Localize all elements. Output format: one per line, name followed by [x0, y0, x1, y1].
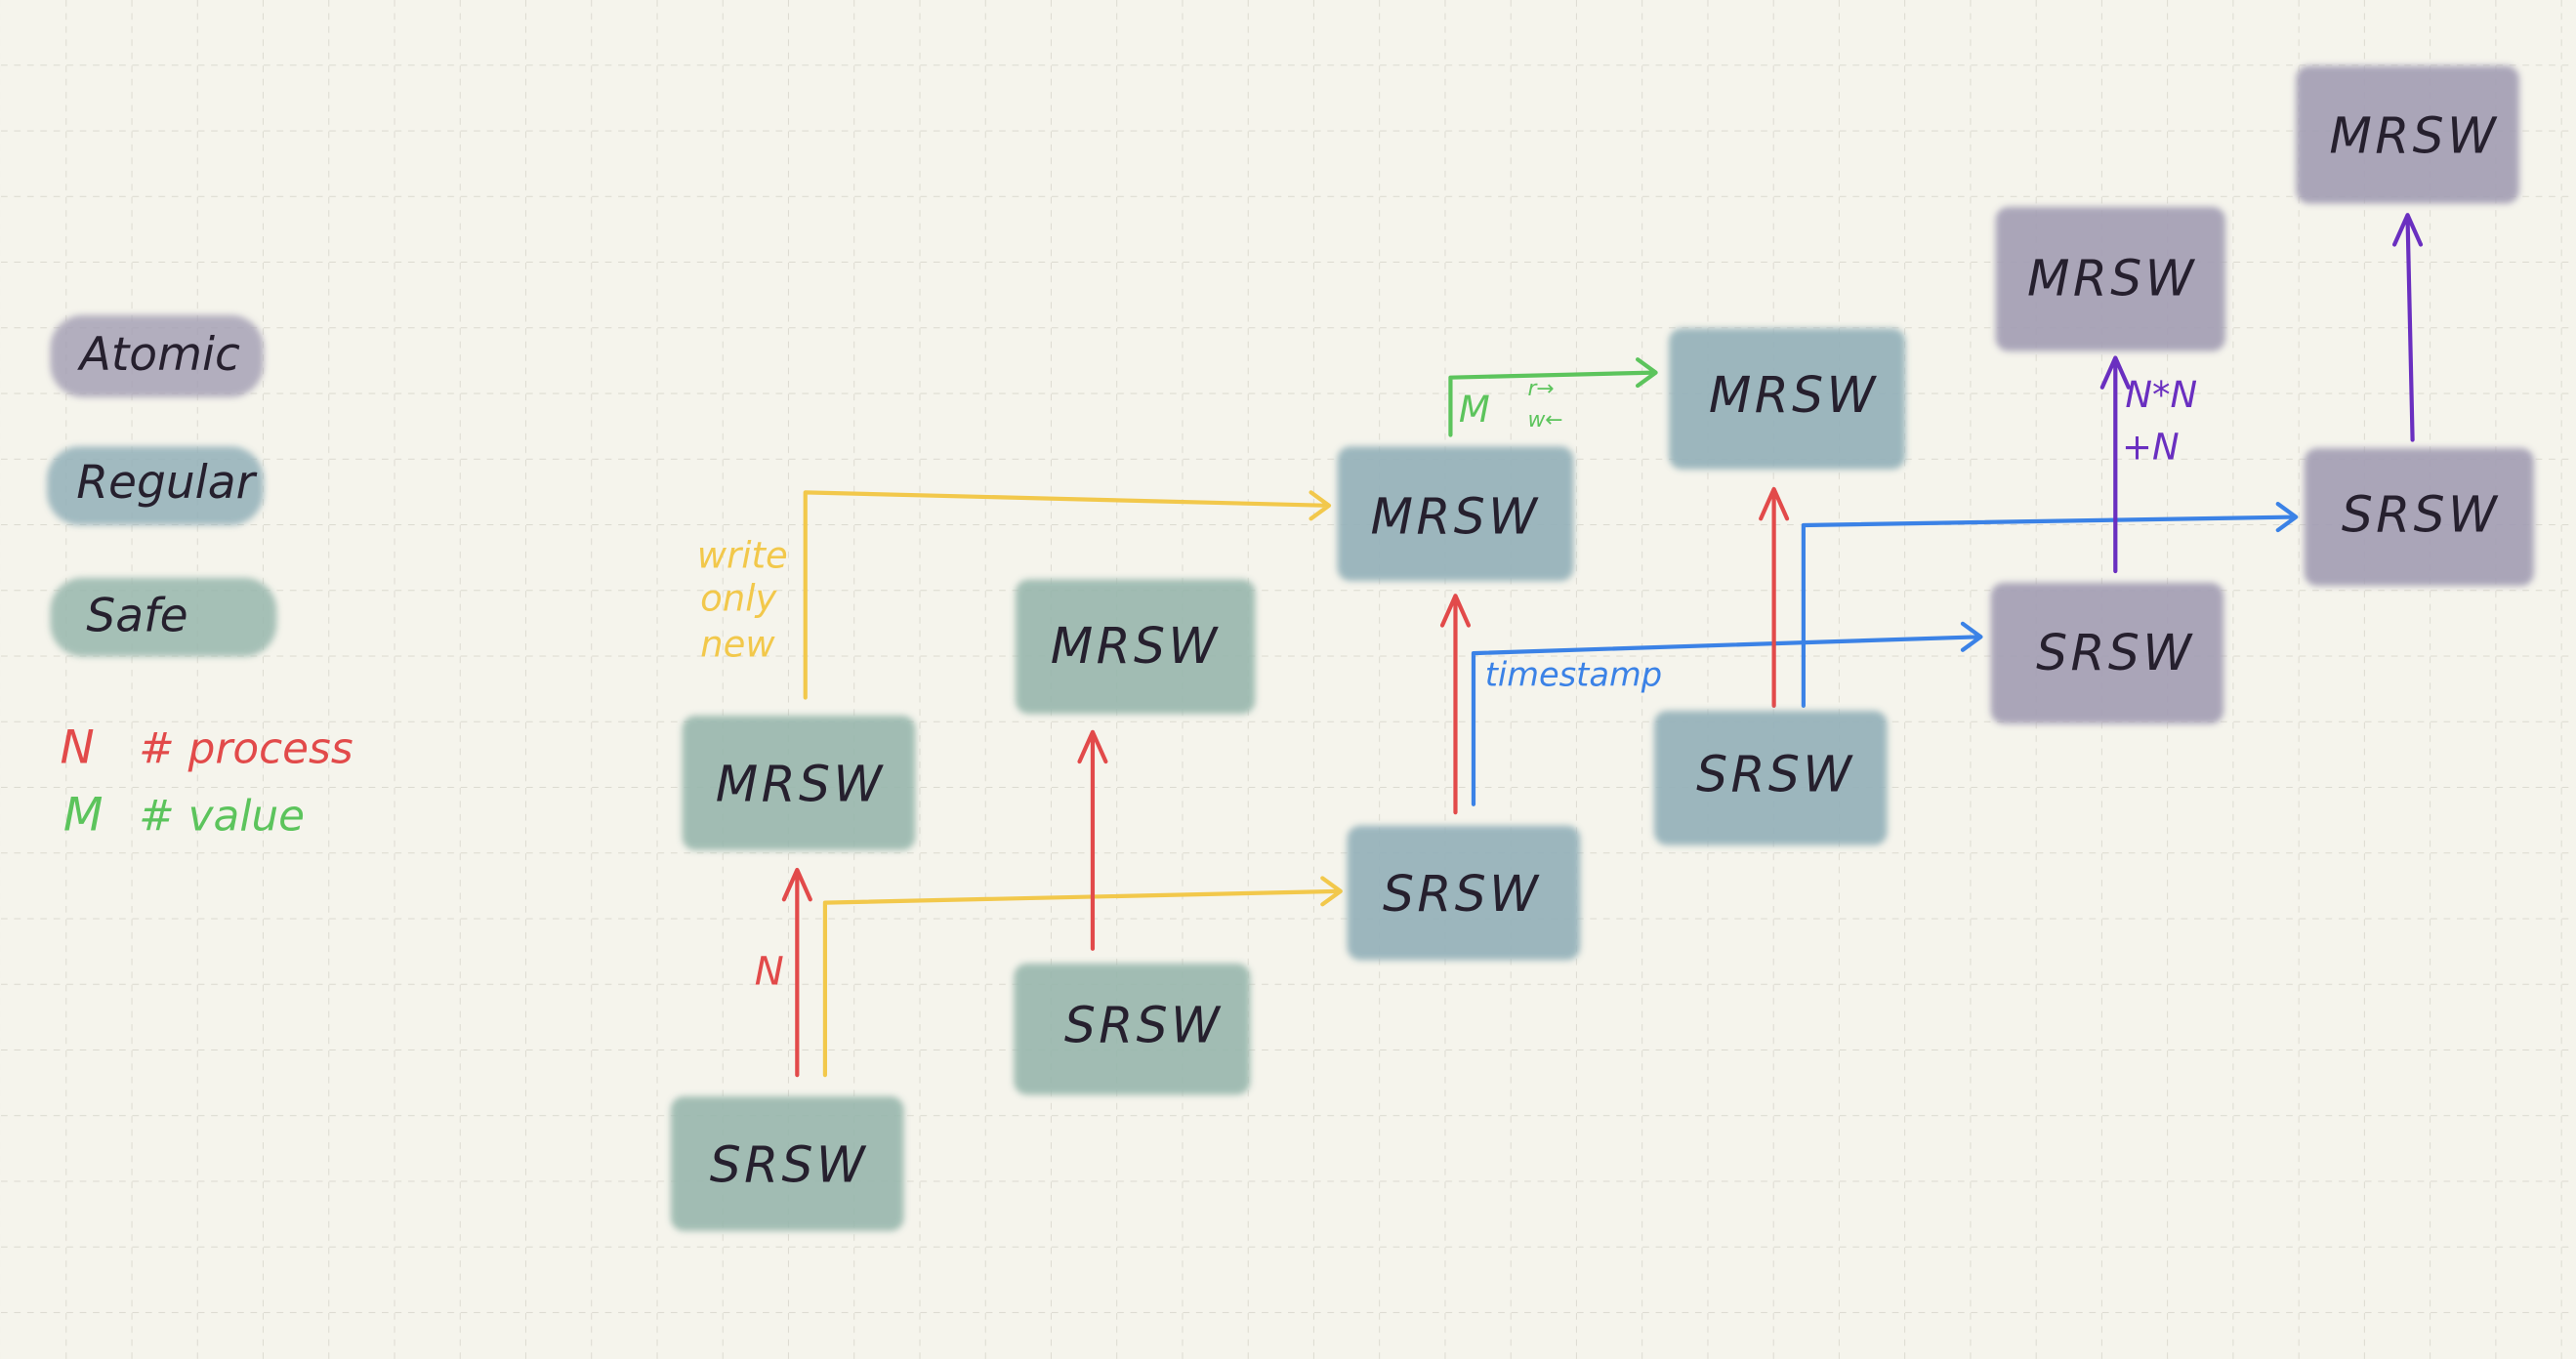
legend-safe: Safe: [50, 577, 277, 657]
arrow-yellow-to-regular-srsw: [822, 876, 1343, 1078]
legend-atomic: Atomic: [50, 314, 264, 397]
legend-label-atomic: Atomic: [77, 328, 240, 382]
register-label: MRSW: [1051, 617, 1221, 675]
label-timestamp: timestamp: [1485, 656, 1662, 694]
label-n-times-n: N*N: [2125, 374, 2197, 416]
register-safe-mrsw-1: MRSW: [682, 715, 916, 850]
register-regular-mrsw-2: MRSW: [1669, 328, 1906, 470]
label-write-arrow: w←: [1527, 408, 1562, 432]
legend-meaning-value: # value: [139, 792, 305, 842]
arrow-purple-atomic-srsw-to-mrsw: [2099, 355, 2131, 574]
legend-label-safe: Safe: [86, 589, 187, 642]
register-label: MRSW: [716, 755, 886, 812]
register-regular-mrsw-1: MRSW: [1337, 446, 1574, 582]
register-regular-srsw-2: SRSW: [1653, 710, 1888, 845]
register-label: MRSW: [2329, 106, 2499, 164]
register-label: MRSW: [1371, 487, 1541, 545]
register-label: SRSW: [1383, 865, 1541, 923]
register-label: SRSW: [2342, 486, 2500, 544]
label-only: only: [700, 577, 777, 619]
register-label: SRSW: [710, 1135, 868, 1193]
legend-symbol-n: N: [60, 721, 94, 775]
legend: Atomic Regular Safe N # process M # valu…: [47, 314, 353, 843]
register-atomic-srsw-1: SRSW: [1990, 582, 2224, 724]
legend-swatch-atomic: [50, 314, 264, 397]
register-label: MRSW: [1709, 366, 1879, 424]
label-write: write: [697, 535, 788, 577]
legend-regular: Regular: [47, 446, 264, 525]
register-label: SRSW: [1696, 745, 1854, 803]
arrow-red-regular-srsw2-to-mrsw2: [1759, 486, 1790, 708]
label-plus-n: +N: [2122, 427, 2180, 469]
arrow-blue-timestamp: [1471, 621, 1983, 806]
arrow-red-safe-srsw-to-mrsw: [781, 867, 812, 1078]
annotations: N write only new timestamp M r→ w← N*N +…: [697, 374, 2197, 995]
arrow-red-safe-srsw2-to-mrsw2: [1077, 729, 1108, 951]
legend-swatch-regular: [47, 446, 264, 525]
arrows: [781, 213, 2424, 1078]
label-n: N: [755, 949, 784, 995]
register-label: MRSW: [2027, 250, 2197, 308]
arrow-green-value: [1448, 357, 1658, 437]
register-safe-srsw-2: SRSW: [1014, 963, 1251, 1095]
legend-label-regular: Regular: [76, 456, 257, 510]
label-read-arrow: r→: [1527, 377, 1554, 401]
register-atomic-srsw-2: SRSW: [2304, 447, 2534, 587]
register-safe-mrsw-2: MRSW: [1015, 579, 1256, 715]
register-regular-srsw-1: SRSW: [1347, 825, 1581, 961]
arrow-purple-atomic-srsw2-to-mrsw2: [2391, 213, 2424, 442]
legend-swatch-safe: [50, 577, 277, 657]
register-safe-srsw-1: SRSW: [670, 1096, 904, 1231]
arrow-red-regular-srsw-to-mrsw: [1439, 594, 1472, 815]
arrow-yellow-write-only-new: [803, 490, 1332, 700]
legend-meaning-process: # process: [139, 724, 353, 774]
register-label: SRSW: [1064, 997, 1223, 1054]
register-atomic-mrsw-2: MRSW: [2296, 65, 2519, 204]
registers: MRSW SRSW MRSW SRSW MRSW SRSW MRSW: [670, 65, 2534, 1231]
arrow-blue-to-atomic-srsw: [1801, 502, 2299, 708]
legend-symbol-m: M: [63, 789, 104, 843]
label-m: M: [1459, 389, 1490, 431]
register-atomic-mrsw-1: MRSW: [1995, 206, 2225, 351]
register-label: SRSW: [2036, 624, 2194, 681]
label-new: new: [700, 623, 775, 665]
